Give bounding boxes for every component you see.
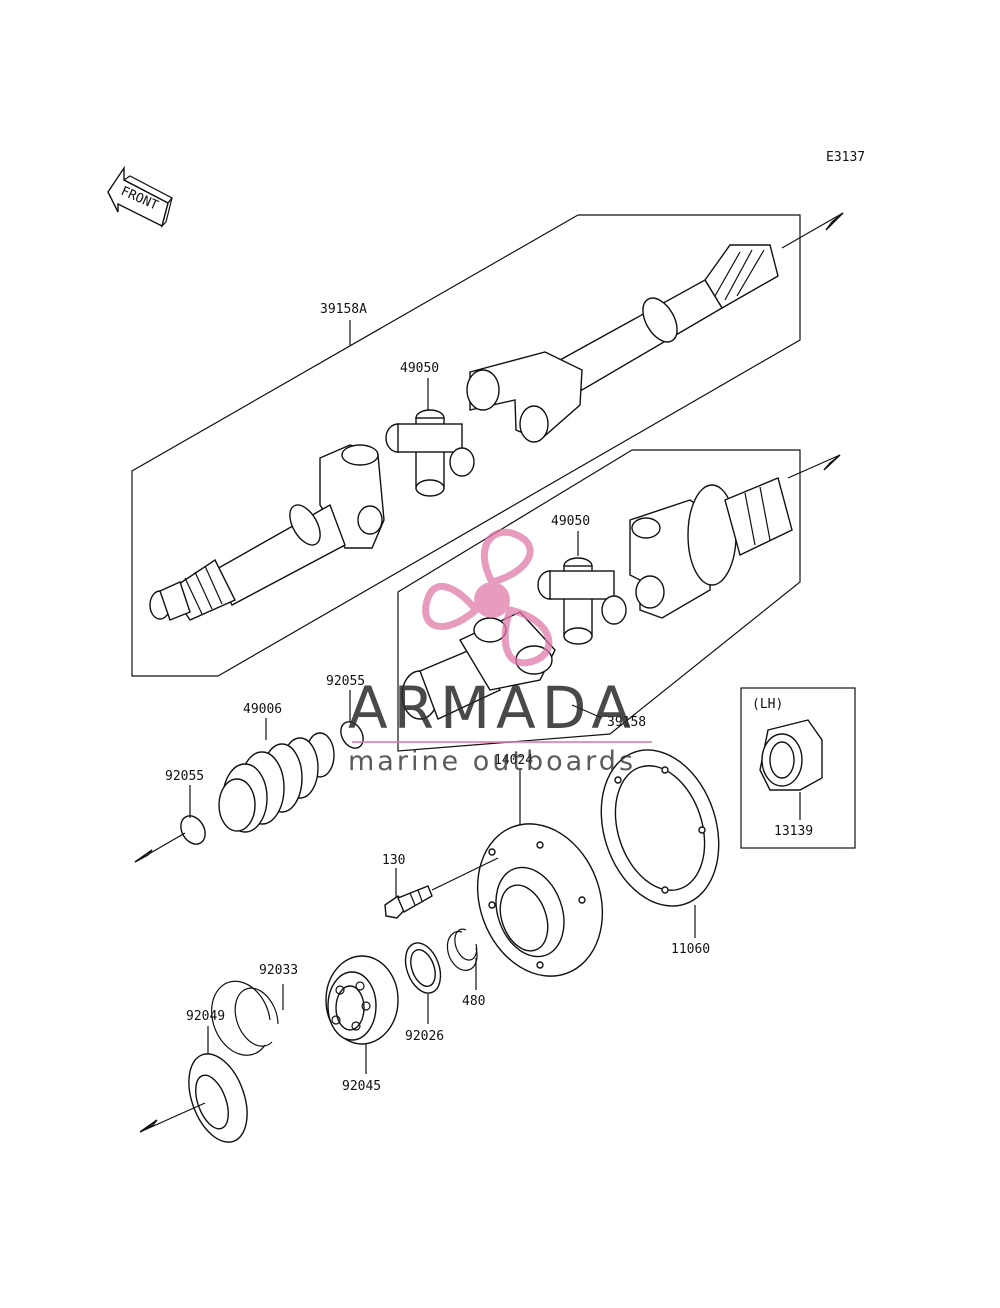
- universal-joint-49050-lower: [537, 557, 627, 645]
- snap-ring-92033-inner: [234, 987, 279, 1047]
- bolt-130: [384, 885, 433, 919]
- drive-shaft-upper: [466, 244, 779, 443]
- circlip-480: [446, 930, 478, 971]
- leader-line: [571, 704, 603, 719]
- part-label: 49050: [551, 514, 590, 529]
- gasket-11060: [600, 749, 720, 907]
- propeller-logo-icon: [422, 528, 553, 667]
- part-label: 13139: [774, 824, 813, 839]
- diagram-code: E3137: [826, 150, 865, 165]
- part-label: 49006: [243, 702, 282, 717]
- circlip-480-inner: [454, 928, 478, 961]
- part-label: 39158A: [320, 302, 367, 317]
- part-label: 480: [462, 994, 485, 1009]
- washer-92026-hole: [410, 949, 436, 987]
- bearing-92045: [325, 955, 399, 1045]
- arrow-head: [139, 1119, 158, 1133]
- snap-ring-92033: [211, 980, 271, 1056]
- o-ring-92055-lower: [180, 815, 206, 845]
- universal-joint-49050-upper: [385, 409, 475, 497]
- watermark-tagline: marine outboards: [348, 746, 636, 777]
- leader-line: [787, 454, 841, 479]
- front-arrow-icon: FRONT: [107, 165, 173, 228]
- part-label: 92045: [342, 1079, 381, 1094]
- part-label: 11060: [671, 942, 710, 957]
- boot-49006: [218, 732, 335, 833]
- leader-line: [431, 857, 499, 891]
- lh-inset-box: [740, 687, 856, 849]
- arrow-head: [823, 454, 841, 471]
- part-label: 92049: [186, 1009, 225, 1024]
- part-labels: 39158A 49050 49050 92055 49006 92055 391…: [165, 302, 813, 1094]
- seal-92049-hole: [195, 1074, 229, 1130]
- watermark-brand: ARMADA: [348, 674, 637, 742]
- part-label: 130: [382, 853, 405, 868]
- part-label: 39158: [607, 715, 646, 730]
- part-label: 92026: [405, 1029, 444, 1044]
- part-label: 92055: [165, 769, 204, 784]
- gear-13139: [759, 719, 823, 791]
- part-label: 92055: [326, 674, 365, 689]
- arrow-head: [825, 212, 844, 231]
- drive-shaft-lower-left: [149, 444, 385, 621]
- watermark: ARMADA marine outboards: [348, 528, 652, 777]
- leader-line: [781, 212, 844, 249]
- arrow-head: [134, 849, 153, 863]
- part-label: 92033: [259, 963, 298, 978]
- yoke-flange: [629, 477, 793, 619]
- lh-label: (LH): [752, 697, 783, 712]
- part-label: 49050: [400, 361, 439, 376]
- leader-line: [139, 1102, 206, 1133]
- part-label: 14024: [494, 753, 533, 768]
- bracket-39158a: [131, 214, 801, 677]
- bracket-39158: [397, 449, 801, 752]
- housing-14024: [476, 823, 604, 977]
- coupling-39158: [401, 611, 556, 720]
